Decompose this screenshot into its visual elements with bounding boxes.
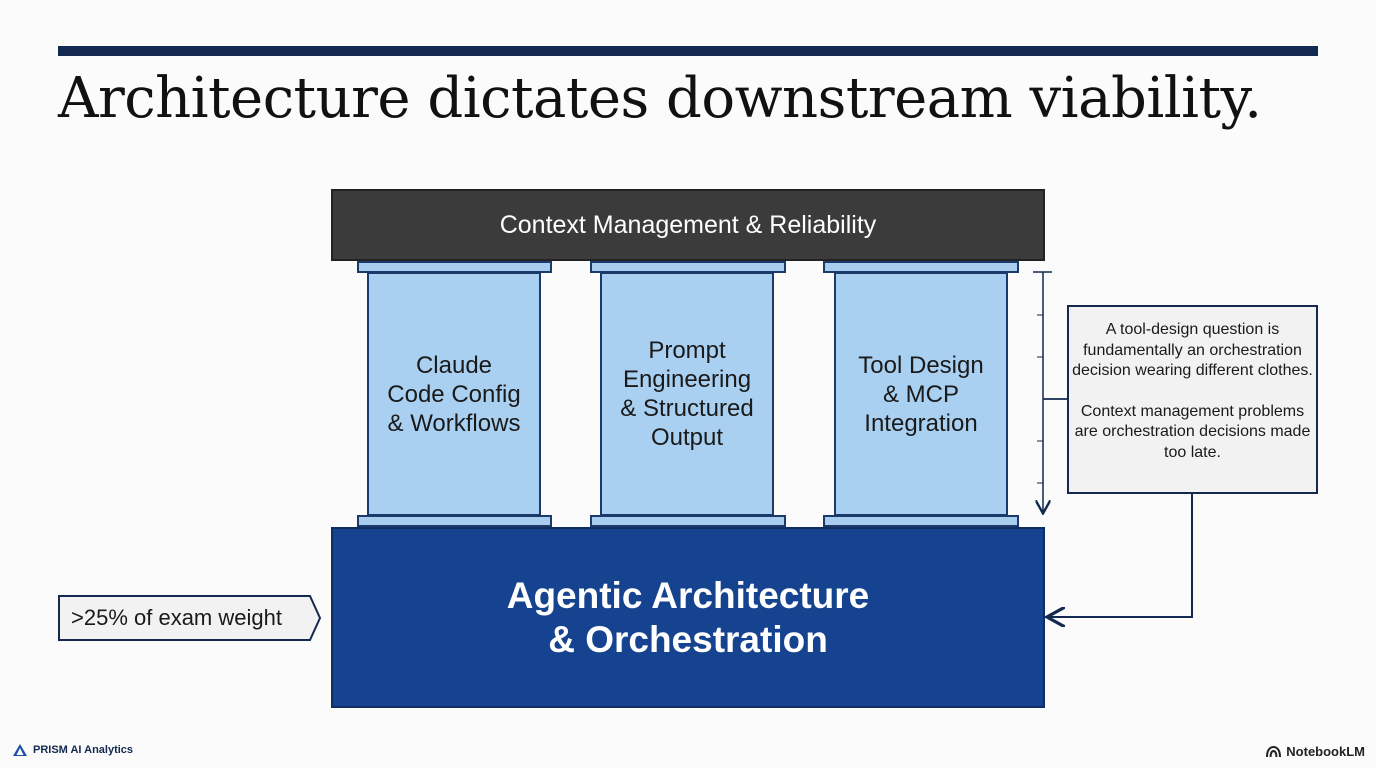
- pillar-claude-code-config: Claude Code Config & Workflows: [367, 272, 541, 516]
- pillar-tool-design-mcp: Tool Design & MCP Integration: [834, 272, 1008, 516]
- title-rule: [58, 46, 1318, 56]
- pillar-line: Tool Design: [858, 351, 984, 379]
- pillar-line: Claude: [415, 351, 493, 379]
- exam-weight-label: >25% of exam weight: [71, 605, 282, 630]
- pillar-line: & MCP: [882, 380, 959, 408]
- notebooklm-brand-label: NotebookLM: [1286, 744, 1365, 759]
- pillar-line: & Structured: [620, 395, 754, 422]
- exam-weight-tag: >25% of exam weight: [58, 595, 310, 641]
- pillar-2-bottom-cap: [590, 515, 786, 527]
- pillar-1-bottom-cap: [357, 515, 552, 527]
- notebooklm-logo-icon: [1266, 745, 1282, 757]
- capstone-label: Context Management & Reliability: [499, 210, 877, 239]
- pillar-line: Output: [650, 424, 724, 451]
- pillar-line: Integration: [864, 409, 978, 437]
- capstone-context-management: Context Management & Reliability: [331, 189, 1045, 261]
- callout-paragraph-1: A tool-design question is fundamentally …: [1072, 321, 1313, 379]
- pillar-line: & Workflows: [387, 409, 521, 437]
- exam-weight-tag-point: [308, 595, 322, 641]
- height-bracket: [1033, 271, 1067, 512]
- foundation-agentic-architecture: Agentic Architecture & Orchestration: [331, 527, 1045, 708]
- pillar-3-bottom-cap: [823, 515, 1019, 527]
- pillar-prompt-engineering: Prompt Engineering & Structured Output: [600, 272, 774, 516]
- notebooklm-brand: NotebookLM: [1266, 744, 1365, 759]
- prism-logo-icon: [13, 744, 27, 756]
- callout-arrow: [1049, 494, 1193, 617]
- foundation-line: Agentic Architecture: [506, 574, 870, 616]
- pillar-line: Engineering: [622, 366, 752, 393]
- foundation-line: & Orchestration: [548, 618, 828, 660]
- prism-brand-label: PRISM AI Analytics: [33, 744, 134, 756]
- callout-paragraph-2: Context management problems are orchestr…: [1074, 402, 1311, 461]
- pillar-line: Code Config: [387, 380, 521, 408]
- orchestration-callout: A tool-design question is fundamentally …: [1067, 305, 1318, 494]
- prism-brand: PRISM AI Analytics: [12, 743, 133, 757]
- slide-title: Architecture dictates downstream viabili…: [58, 66, 1262, 131]
- pillar-line: Prompt: [648, 337, 726, 364]
